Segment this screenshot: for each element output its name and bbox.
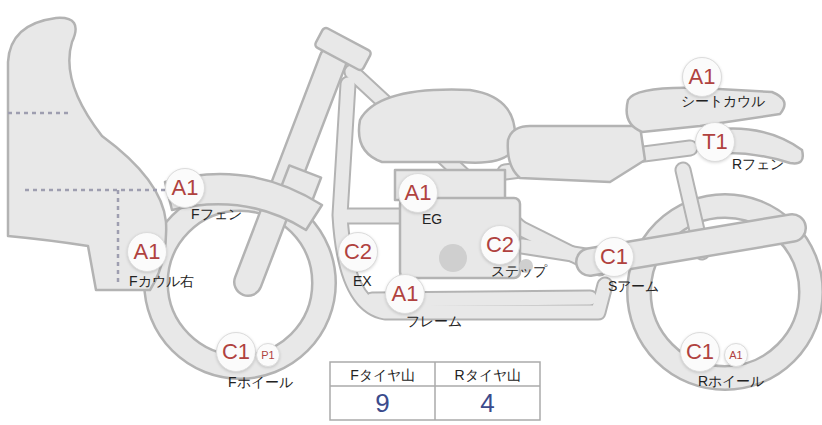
callout-circle: C1Rホイール xyxy=(680,332,720,372)
callout-circle: A1Fフェン xyxy=(165,168,205,208)
callout-circle: T1Rフェン xyxy=(695,122,735,162)
callout-code: T1 xyxy=(702,131,728,153)
callout-circle: A1 xyxy=(724,343,748,367)
part-name: Rフェン xyxy=(732,157,784,172)
callout-circle: C2ステップ xyxy=(480,225,520,265)
part-name: ステップ xyxy=(491,264,547,279)
part-name: EX xyxy=(353,274,372,289)
callout-circle: A1シートカウル xyxy=(682,57,722,97)
callout-code: C1 xyxy=(686,341,714,363)
callout-code: C2 xyxy=(344,241,372,263)
callout-circle: A1EG xyxy=(398,173,438,213)
callout-circle: C2EX xyxy=(338,232,378,272)
callout-code: C2 xyxy=(486,234,514,256)
callout-code: A1 xyxy=(689,66,716,88)
callout-circle: C1Fホイール xyxy=(216,332,256,372)
callout-code: A1 xyxy=(134,241,161,263)
callout-code: A1 xyxy=(172,177,199,199)
callout-code: A1 xyxy=(405,182,432,204)
part-name: Fカウル右 xyxy=(129,274,194,289)
part-name: シートカウル xyxy=(681,94,765,109)
part-name: EG xyxy=(422,212,442,227)
table-header: Rタイヤ山 xyxy=(436,363,539,386)
callout-circle: P1 xyxy=(256,343,280,367)
callout-code: P1 xyxy=(261,350,274,361)
callout-circle: A1フレーム xyxy=(385,274,425,314)
table-header: Fタイヤ山 xyxy=(331,363,434,386)
part-name: Fホイール xyxy=(228,375,293,390)
callout-circle: C1Sアーム xyxy=(594,237,634,277)
callout-circle: A1Fカウル右 xyxy=(127,232,167,272)
part-name: フレーム xyxy=(406,314,462,329)
callout-code: A1 xyxy=(392,283,419,305)
tire-table xyxy=(330,362,540,420)
part-name: Fフェン xyxy=(191,207,242,222)
table-value: 4 xyxy=(436,387,539,419)
part-name: Sアーム xyxy=(608,279,659,294)
callout-code: C1 xyxy=(222,341,250,363)
callout-code: C1 xyxy=(600,246,628,268)
callout-code: A1 xyxy=(729,350,742,361)
part-name: Rホイール xyxy=(698,374,764,389)
table-value: 9 xyxy=(331,387,434,419)
